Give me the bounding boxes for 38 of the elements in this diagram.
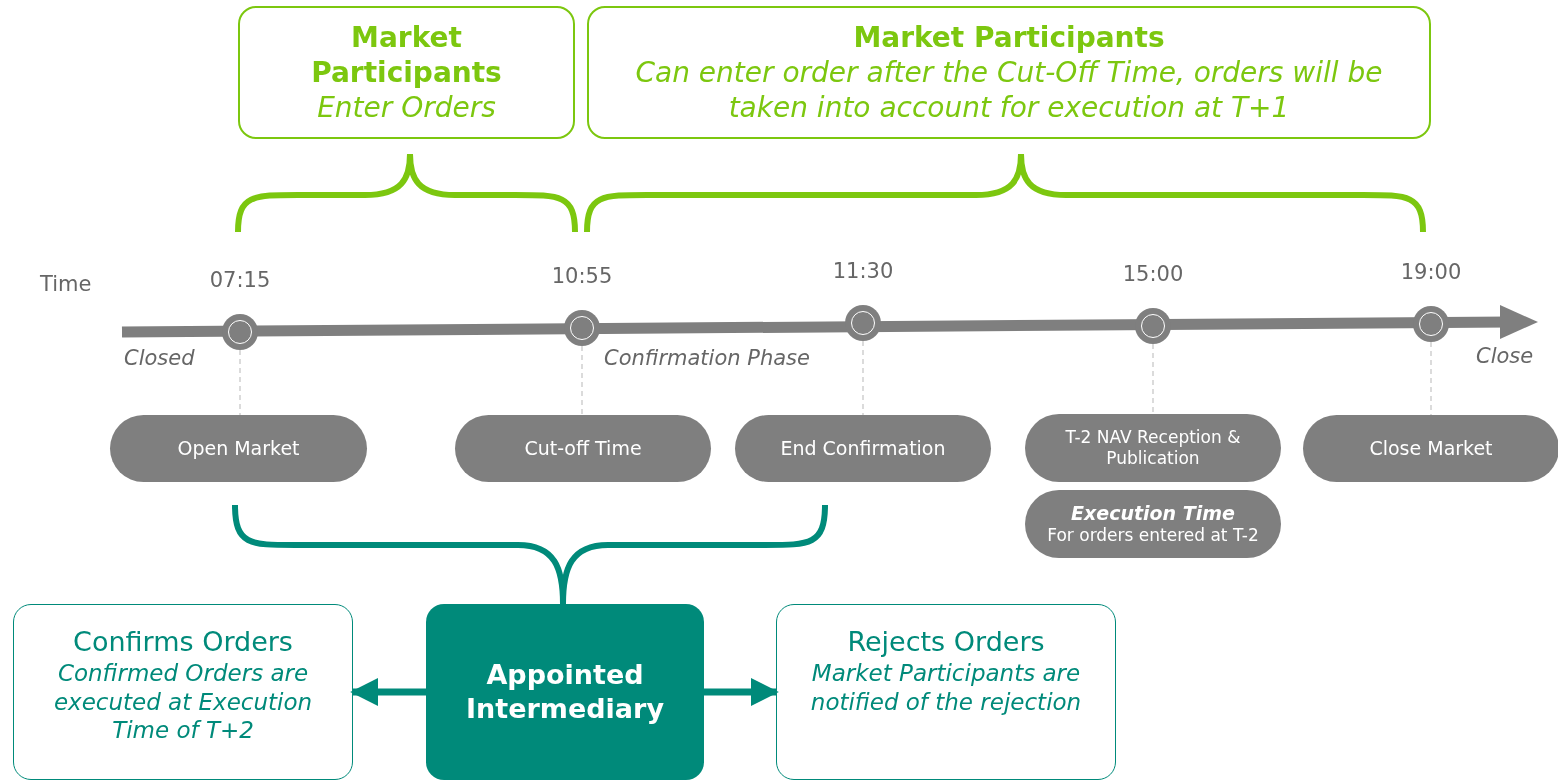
phase-label: Close <box>1476 344 1534 368</box>
pill-text: For orders entered at T-2 <box>1047 525 1259 547</box>
box-heading: Rejects Orders <box>847 625 1045 659</box>
note-box <box>238 6 575 139</box>
actor-box <box>426 604 704 780</box>
axis-label: Time <box>40 272 92 296</box>
box-heading: Confirms Orders <box>73 625 293 659</box>
leader-line <box>239 349 241 416</box>
phase-label: Closed <box>124 346 195 370</box>
box-text: Market Participants are notified of the rejection <box>809 658 1083 717</box>
phase-label: Confirmation Phase <box>604 346 810 370</box>
pill-text: Open Market <box>177 436 300 461</box>
pill-text: End Confirmation <box>780 436 946 461</box>
box-heading: Market Participants <box>310 20 503 90</box>
pill-text: Close Market <box>1369 436 1493 461</box>
box-text: Confirmed Orders are executed at Execution Time of T+2 <box>52 658 314 745</box>
leader-line <box>1152 343 1154 415</box>
outcome-box <box>776 604 1116 780</box>
box-text: Enter Orders <box>317 90 496 125</box>
time-label: 10:55 <box>551 264 613 288</box>
leader-line <box>1430 341 1432 416</box>
box-heading: Market Participants <box>853 20 1165 55</box>
outcome-box <box>13 604 353 780</box>
time-label: 15:00 <box>1122 262 1184 286</box>
event-pill <box>1303 415 1558 482</box>
leader-line <box>862 340 864 416</box>
pill-text: T-2 NAV Reception & Publication <box>1064 426 1242 470</box>
leader-line <box>581 345 583 416</box>
time-label: 19:00 <box>1400 260 1462 284</box>
time-label: 07:15 <box>209 268 271 292</box>
pill-text: Cut-off Time <box>524 436 642 461</box>
actor-label: Appointed Intermediary <box>465 658 665 726</box>
arrow <box>704 678 779 706</box>
time-label: 11:30 <box>832 259 894 283</box>
arrow <box>350 678 426 706</box>
box-text: Can enter order after the Cut-Off Time, orders will be taken into account for execution at T+1 <box>634 55 1384 125</box>
pill-heading: Execution Time <box>1071 501 1235 526</box>
note-box <box>587 6 1431 139</box>
